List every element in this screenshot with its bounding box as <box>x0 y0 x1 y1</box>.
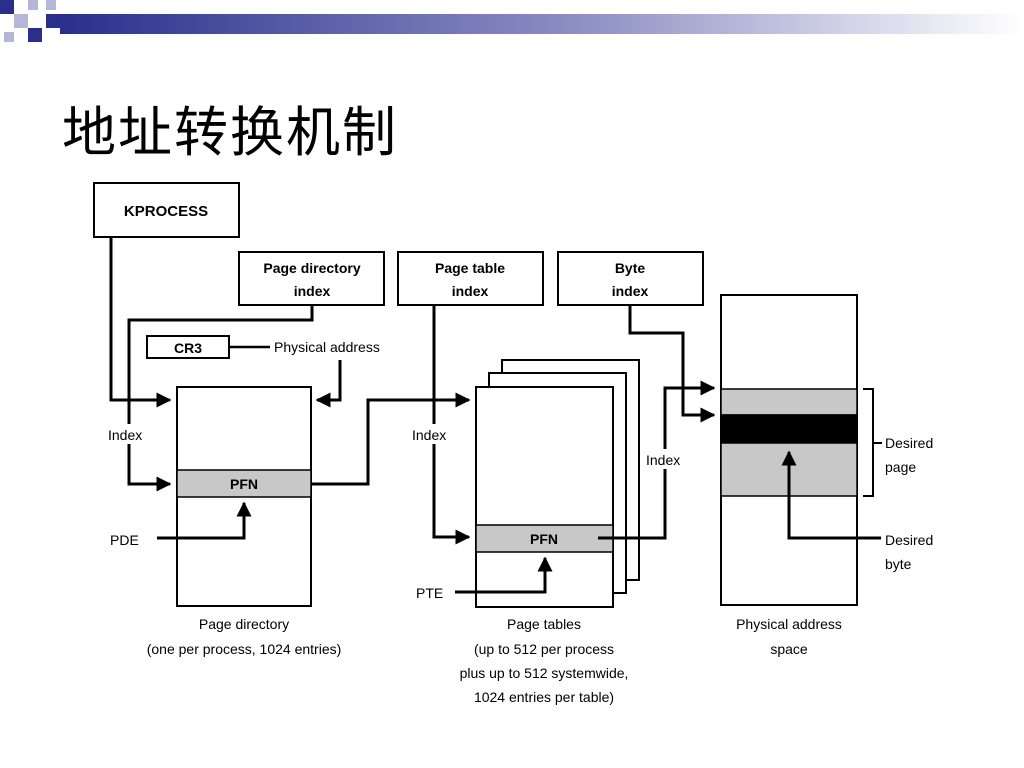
kprocess-label: KPROCESS <box>124 203 208 220</box>
pte-arrow <box>455 556 553 594</box>
index-label-2: Index <box>412 427 446 443</box>
page-tables-caption-1: Page tables <box>507 616 581 632</box>
page-tables-caption-4: 1024 entries per table) <box>474 689 614 705</box>
cr3-physical-arrow <box>315 360 342 408</box>
pd-pfn-to-pt-arrow <box>311 392 471 486</box>
byte-index-box <box>557 251 704 306</box>
page-table-pfn-row <box>475 524 614 553</box>
physical-address-label: Physical address <box>274 339 380 355</box>
page-table-index-label-2: index <box>452 283 489 299</box>
page-directory-index-label-1: Page directory <box>263 260 360 276</box>
page-tables-caption-3: plus up to 512 systemwide, <box>460 665 629 681</box>
deco-square <box>28 28 42 42</box>
title-bar-decoration <box>0 0 1024 42</box>
byte-index-label-2: index <box>612 283 649 299</box>
deco-square <box>46 0 56 10</box>
page-tables-caption-2: (up to 512 per process <box>474 641 614 657</box>
page-table-index-box <box>397 251 544 306</box>
byte-index-label-1: Byte <box>615 260 646 276</box>
page-directory-index-label-2: index <box>294 283 331 299</box>
index-label-3: Index <box>646 452 680 468</box>
page-directory-caption-1: Page directory <box>199 616 289 632</box>
deco-square <box>46 14 60 28</box>
index-label-bg-1 <box>104 424 156 444</box>
page-directory-pfn-row <box>176 469 312 498</box>
index-label-1: Index <box>108 427 142 443</box>
kprocess-arrow <box>109 237 172 408</box>
page-table-pfn-label: PFN <box>530 531 558 547</box>
desired-byte-arrow <box>781 450 881 540</box>
index-label-bg-3 <box>642 449 694 469</box>
desired-byte-label-2: byte <box>885 556 912 572</box>
desired-byte-label-1: Desired <box>885 532 933 548</box>
slide-title: 地址转换机制 <box>62 101 398 164</box>
pt-index-arrow <box>432 305 471 545</box>
physical-space-caption-2: space <box>770 641 808 657</box>
deco-square <box>0 0 14 14</box>
page-directory-caption-2: (one per process, 1024 entries) <box>147 641 342 657</box>
pde-label: PDE <box>110 532 139 548</box>
pde-arrow <box>157 501 252 540</box>
desired-byte-row <box>720 414 858 444</box>
desired-page-bracket <box>863 388 874 497</box>
pd-index-arrow <box>127 305 314 492</box>
desired-page-label-1: Desired <box>885 435 933 451</box>
deco-square <box>14 14 28 28</box>
gradient-bar <box>60 14 1024 34</box>
page-directory-pfn-label: PFN <box>230 476 258 492</box>
byte-index-arrow <box>628 305 716 423</box>
cr3-label: CR3 <box>174 340 202 356</box>
desired-page-region-top <box>720 388 858 416</box>
desired-page-label-2: page <box>885 459 916 475</box>
index-label-bg-2 <box>408 424 460 444</box>
kprocess-box <box>93 182 240 238</box>
page-table-index-label-1: Page table <box>435 260 505 276</box>
pte-label: PTE <box>416 585 443 601</box>
deco-square <box>28 0 38 10</box>
physical-space-caption-1: Physical address <box>736 616 842 632</box>
page-directory-index-box <box>238 251 385 306</box>
deco-square <box>4 32 14 42</box>
